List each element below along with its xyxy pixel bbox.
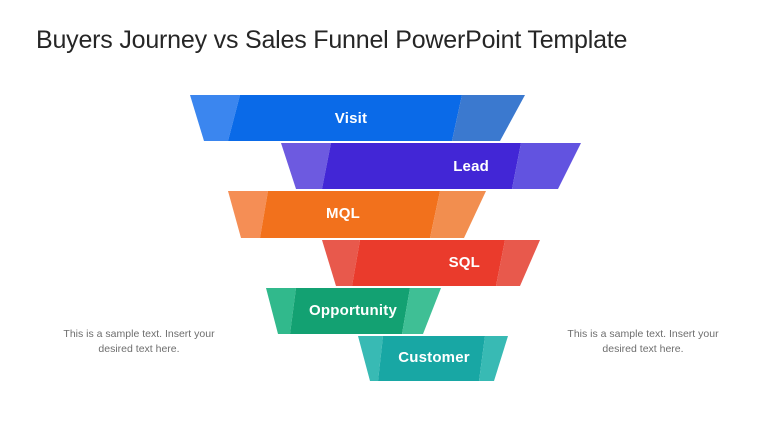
funnel-stage-mql-left-wedge	[228, 191, 268, 238]
funnel-stage-lead-body	[322, 143, 521, 189]
funnel-stage-opportunity-left-wedge	[266, 288, 296, 334]
funnel-stage-mql-label: MQL	[326, 205, 360, 222]
funnel-stage-lead-right-wedge	[512, 143, 581, 189]
funnel-stage-sql-right-wedge	[496, 240, 540, 286]
funnel-stage-opportunity[interactable]	[266, 288, 441, 334]
funnel-stage-opportunity-label: Opportunity	[308, 302, 398, 319]
funnel-stage-sql-label: SQL	[448, 254, 480, 271]
funnel-stage-customer-label: Customer	[398, 349, 470, 366]
funnel-stage-mql[interactable]	[228, 191, 486, 238]
funnel-stage-visit-body	[228, 95, 462, 141]
funnel-stage-visit-label: Visit	[334, 110, 368, 127]
funnel-stage-lead-label: Lead	[453, 158, 489, 175]
sample-text-left: This is a sample text. Insert your desir…	[63, 328, 215, 356]
funnel-stage-sql-body	[352, 240, 505, 286]
sample-text-right: This is a sample text. Insert your desir…	[567, 328, 719, 356]
page-title: Buyers Journey vs Sales Funnel PowerPoin…	[36, 26, 628, 54]
funnel-stage-visit[interactable]	[190, 95, 525, 141]
funnel-stage-customer[interactable]	[358, 336, 508, 381]
funnel-stage-customer-right-wedge	[479, 336, 508, 381]
funnel-stage-customer-body	[378, 336, 485, 381]
funnel-stage-sql[interactable]	[322, 240, 540, 286]
funnel-stage-sql-left-wedge	[322, 240, 360, 286]
funnel-stage-mql-right-wedge	[430, 191, 486, 238]
funnel-stage-opportunity-right-wedge	[402, 288, 441, 334]
funnel-stage-mql-body	[260, 191, 440, 238]
funnel-stage-visit-left-wedge	[190, 95, 240, 141]
funnel-stage-opportunity-body	[290, 288, 410, 334]
funnel-stage-lead-left-wedge	[281, 143, 331, 189]
funnel-stage-customer-left-wedge	[358, 336, 383, 381]
funnel-stage-lead[interactable]	[281, 143, 581, 189]
funnel-stage-visit-right-wedge	[452, 95, 525, 141]
